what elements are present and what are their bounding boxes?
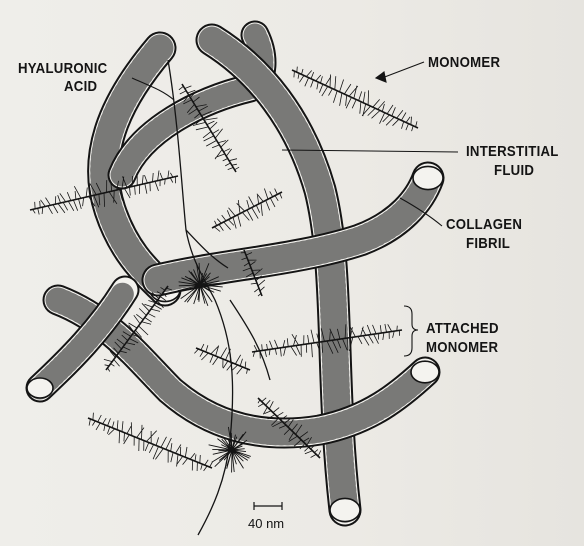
monomer-top-right [292, 67, 418, 132]
label-collagen-fibril-line1: COLLAGEN [446, 216, 522, 234]
brace-attached-monomer [404, 306, 418, 356]
monomer-center-lower [194, 344, 250, 374]
label-monomer: MONOMER [428, 54, 500, 72]
leader-monomer-arrowhead [376, 72, 386, 82]
label-attached-monomer-line2: MONOMER [426, 339, 498, 357]
fibril-cross-horizontal [158, 166, 443, 280]
hyaluronic-strand-3 [230, 300, 270, 380]
label-interstitial-fluid-line2: FLUID [494, 162, 534, 180]
scale-bar [254, 502, 282, 510]
label-interstitial-fluid-line1: INTERSTITIAL [466, 143, 559, 161]
monomer-center [212, 189, 282, 232]
label-collagen-fibril-line2: FIBRIL [466, 235, 510, 253]
label-hyaluronic-acid-line2: ACID [64, 78, 97, 96]
label-attached-monomer-line1: ATTACHED [426, 320, 499, 338]
label-hyaluronic-acid-line1: HYALURONIC [18, 60, 107, 78]
scale-bar-label: 40 nm [248, 516, 284, 531]
leader-monomer [382, 62, 424, 78]
